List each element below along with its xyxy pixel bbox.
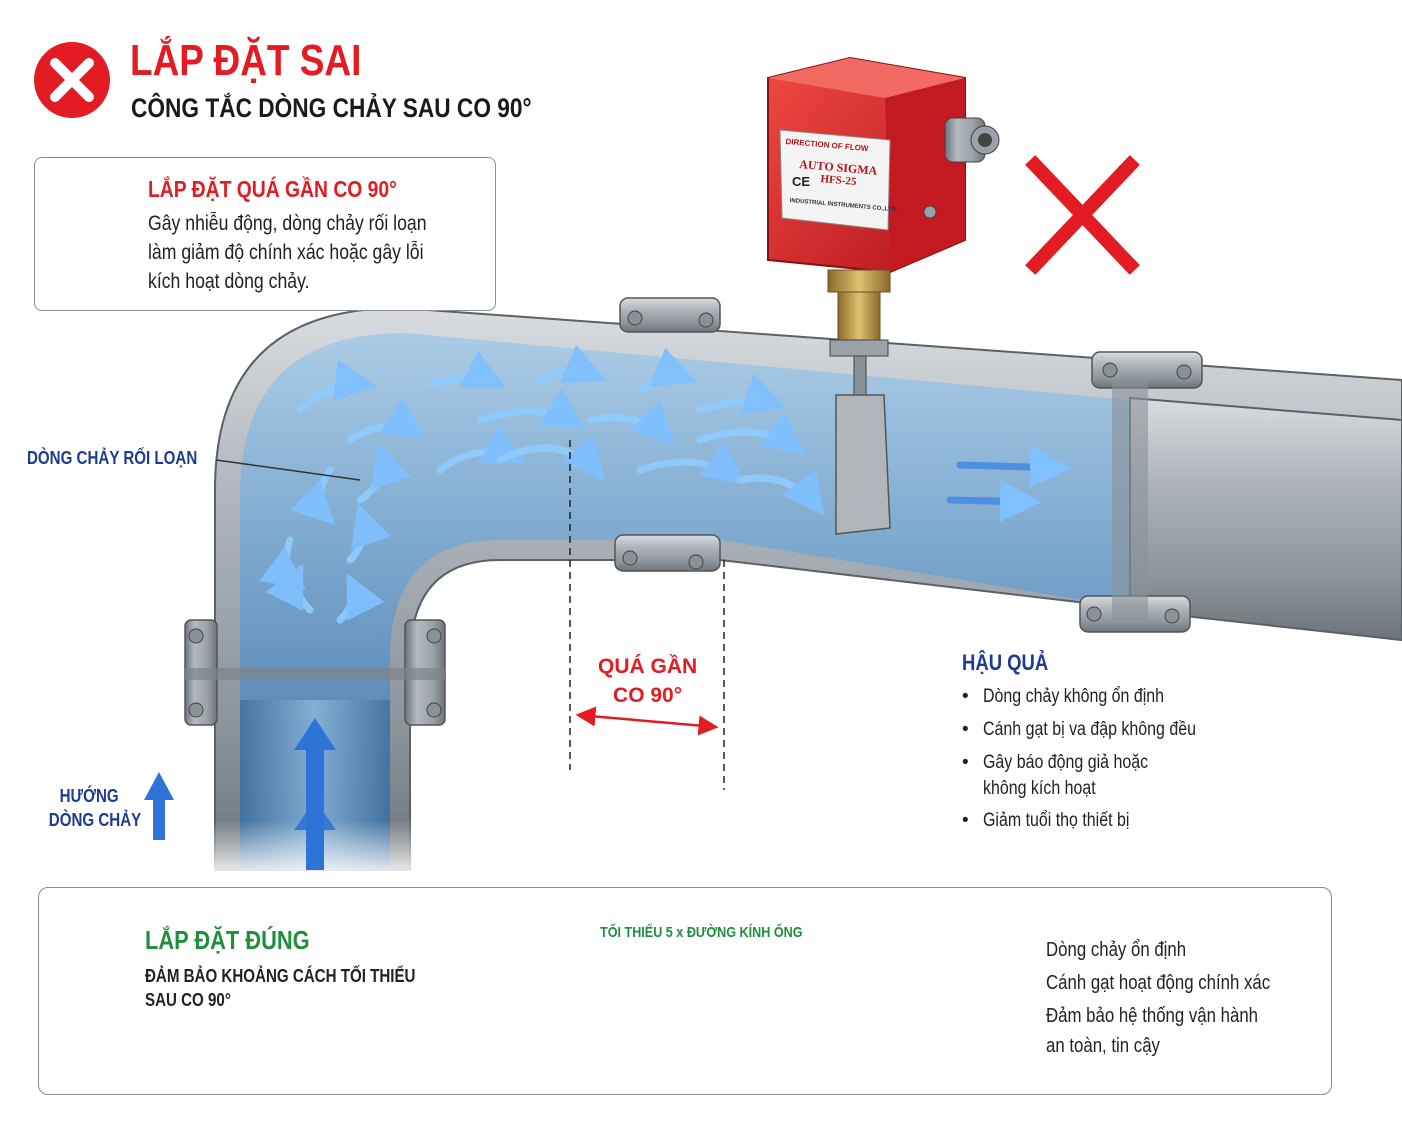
warning-title: LẮP ĐẶT QUÁ GẦN CO 90°: [148, 176, 397, 202]
too-close-label: QUÁ GẦN CO 90°: [598, 652, 697, 710]
flow-direction-line: DÒNG CHẢY: [48, 810, 142, 830]
elbow-pipe: [180, 306, 1402, 880]
min-distance-label: TỐI THIỂU 5 x ĐƯỜNG KÍNH ỐNG: [600, 924, 803, 941]
flow-direction-line: HƯỚNG: [59, 786, 119, 806]
consequence-item: Dòng chảy không ổn định: [983, 686, 1165, 707]
page-subtitle: CÔNG TẮC DÒNG CHẢY SAU CO 90°: [131, 93, 532, 123]
laminar-flow-arrows: [946, 446, 1072, 523]
bullet-icon: •: [962, 719, 969, 740]
pipe-flange-top: [614, 297, 721, 572]
turbulence-label: DÒNG CHẢY RỐI LOẠN: [27, 448, 198, 468]
wrong-x-mark-icon: [1025, 155, 1140, 275]
consequences-title: HẬU QUẢ: [962, 650, 1049, 675]
correct-result: an toàn, tin cậy: [1046, 1035, 1160, 1057]
correct-subtitle: SAU CO 90°: [145, 990, 231, 1010]
warning-line: làm giảm độ chính xác hoặc gây lỗi: [148, 241, 424, 264]
consequence-item: Giảm tuổi thọ thiết bị: [983, 810, 1130, 831]
consequence-item: Gây báo động giả hoặc: [983, 752, 1149, 773]
correct-title: LẮP ĐẶT ĐÚNG: [145, 925, 310, 955]
pipe-flange-right: [1079, 351, 1203, 633]
correct-result: Cánh gạt hoạt động chính xác: [1046, 972, 1271, 994]
flow-switch-device: [767, 56, 1000, 535]
turbulence-pointer: [215, 459, 361, 481]
page-title: LẮP ĐẶT SAI: [130, 36, 362, 85]
correct-result: Đảm bảo hệ thống vận hành: [1046, 1005, 1259, 1027]
pipe-flange-vertical: [184, 619, 446, 726]
warning-line: kích hoạt dòng chảy.: [148, 270, 310, 293]
too-close-line: CO 90°: [613, 684, 683, 707]
warning-line: Gây nhiễu động, dòng chảy rối loạn: [148, 212, 427, 235]
too-close-dimension: [569, 440, 725, 790]
bullet-icon: •: [962, 752, 969, 773]
error-circle-icon: [34, 42, 110, 118]
flow-direction-label: HƯỚNG DÒNG CHẢY: [40, 784, 142, 832]
warning-box: [34, 157, 496, 311]
turbulent-flow-arrows: [259, 344, 825, 624]
correct-subtitle: ĐẢM BẢO KHOẢNG CÁCH TỐI THIỂU: [145, 966, 416, 986]
correct-install-box: [38, 887, 1332, 1095]
upward-flow-arrows: [294, 718, 336, 870]
device-ce-mark: CE: [792, 174, 811, 189]
bullet-icon: •: [962, 810, 969, 831]
consequence-item: không kích hoạt: [983, 778, 1096, 799]
flow-direction-arrow-icon: [144, 772, 174, 840]
too-close-line: QUÁ GẦN: [598, 655, 698, 678]
bullet-icon: •: [962, 686, 969, 707]
correct-result: Dòng chảy ổn định: [1046, 939, 1187, 961]
consequence-item: Cánh gạt bị va đập không đều: [983, 719, 1196, 740]
